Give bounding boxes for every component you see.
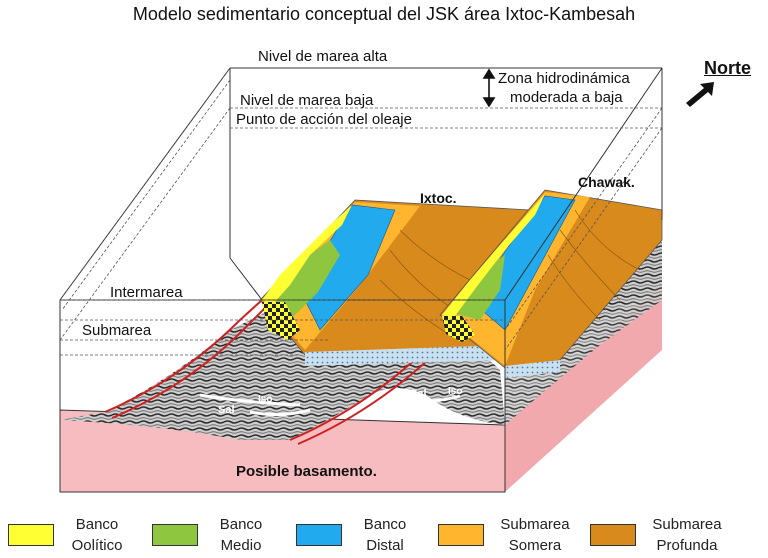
legend-swatch [296,524,342,546]
label-basamento: Posible basamento. [236,463,377,480]
label-chawak: Chawak. [578,174,635,190]
label-iso-right: Iso [448,386,463,397]
label-nivel-marea-baja: Nivel de marea baja [240,92,374,109]
label-punto-oleaje: Punto de acción del oleaje [236,111,412,128]
legend-swatch [152,524,198,546]
legend-swatch [438,524,484,546]
chawak-platform [439,189,663,378]
diagram-title: Modelo sedimentario conceptual del JSK á… [132,4,636,24]
ixtoc-platform [259,199,531,366]
legend-swatch [8,524,54,546]
hydrodynamic-zone-arrow [482,68,496,108]
label-sal-right: Sal [410,388,427,400]
water-level-lines [59,67,663,356]
label-sal-left: Sal [218,404,235,416]
label-intermarea: Intermarea [110,284,183,301]
north-arrow-icon [686,82,714,107]
label-ixtoc: Ixtoc. [420,190,457,206]
label-iso-left: Iso [258,394,273,405]
label-zona-line2: moderada a baja [510,89,623,106]
label-submarea: Submarea [82,322,152,339]
label-nivel-marea-alta: Nivel de marea alta [258,48,388,65]
label-norte: Norte [704,58,752,78]
legend-swatch [590,524,636,546]
label-zona-line1: Zona hidrodinámica [498,70,630,87]
